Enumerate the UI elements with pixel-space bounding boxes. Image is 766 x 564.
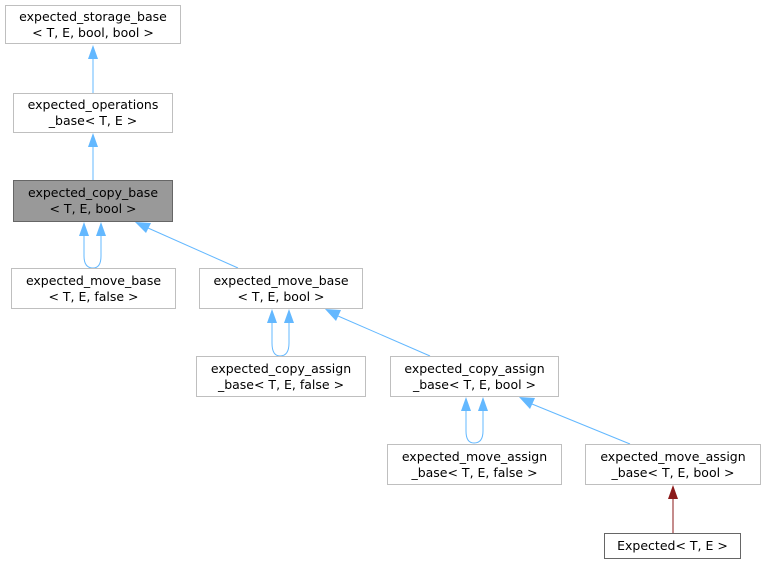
arrowhead-move-diag — [325, 309, 341, 321]
node-expected-operations-base-line1: expected_operations — [27, 97, 159, 112]
node-expected-move-base-bool-line1: expected_move_base — [213, 272, 349, 288]
node-expected-copy-assign-base-bool-line2: _base< T, E, bool > — [412, 376, 537, 392]
node-expected-copy-assign-base-false-line1: expected_copy_assign — [210, 360, 352, 376]
node-expected-copy-assign-base-false-line2: _base< T, E, false > — [217, 376, 345, 392]
edge-move-assign-bool-to-copy-assign — [531, 403, 631, 445]
node-expected-copy-assign-base-bool[interactable]: expected_copy_assign _base< T, E, bool > — [390, 356, 559, 397]
node-expected-storage-base[interactable]: expected_storage_base < T, E, bool, bool… — [5, 5, 181, 44]
arrowhead-copy-assign-right — [478, 397, 488, 411]
node-expected-copy-base-current: expected_copy_base < T, E, bool > — [13, 180, 173, 222]
node-expected-storage-base-line1: expected_storage_base — [19, 8, 167, 24]
edge-copy-assign-false-to-move-left — [271, 323, 281, 357]
arrowhead-copy-right — [96, 222, 106, 236]
arrowhead-copy-assign-diag — [519, 397, 535, 409]
arrowhead-copy-assign-left — [461, 397, 471, 411]
arrowhead-storage — [88, 45, 98, 59]
node-expected-move-base-bool-line2: < T, E, bool > — [237, 288, 325, 304]
node-expected-move-assign-base-bool[interactable]: expected_move_assign _base< T, E, bool > — [585, 444, 761, 485]
arrowhead-copy-left — [79, 222, 89, 236]
arrowhead-copy-diag — [135, 222, 151, 233]
edge-move-bool-to-copy — [147, 227, 239, 269]
node-expected-move-assign-base-bool-line1: expected_move_assign — [600, 448, 746, 464]
node-expected-move-assign-base-bool-line2: _base< T, E, bool > — [611, 464, 735, 480]
edge-copy-assign-false-to-move-right — [279, 323, 290, 357]
node-expected-line1: Expected< T, E > — [617, 538, 728, 553]
node-expected-copy-base-line1: expected_copy_base — [27, 185, 159, 200]
edge-move-assign-false-to-copy-assign-right — [473, 411, 484, 444]
node-expected-copy-assign-base-bool-line1: expected_copy_assign — [404, 360, 545, 376]
node-expected-move-base-false[interactable]: expected_move_base < T, E, false > — [11, 268, 176, 309]
edge-copy-assign-bool-to-move — [337, 315, 431, 357]
arrowhead-move-left — [267, 309, 277, 323]
arrowhead-operations — [88, 133, 98, 147]
arrowhead-move-right — [284, 309, 294, 323]
node-expected-copy-base-line2: < T, E, bool > — [49, 201, 137, 216]
node-expected-move-assign-base-false-line2: _base< T, E, false > — [411, 464, 538, 480]
node-expected-move-base-false-line1: expected_move_base — [25, 272, 162, 288]
edge-move-assign-false-to-copy-assign-left — [465, 411, 475, 444]
node-expected-copy-assign-base-false[interactable]: expected_copy_assign _base< T, E, false … — [196, 356, 366, 397]
node-expected-move-assign-base-false-line1: expected_move_assign — [401, 448, 548, 464]
node-expected-operations-base-line2: _base< T, E > — [48, 113, 138, 128]
node-expected-storage-base-line2: < T, E, bool, bool > — [32, 24, 154, 40]
edge-move-false-to-copy-left — [83, 236, 94, 269]
node-expected-move-base-false-line2: < T, E, false > — [48, 288, 139, 304]
node-expected-operations-base[interactable]: expected_operations _base< T, E > — [13, 93, 173, 133]
node-expected[interactable]: Expected< T, E > — [604, 533, 741, 559]
node-expected-move-base-bool[interactable]: expected_move_base < T, E, bool > — [199, 268, 363, 309]
arrowhead-move-assign — [668, 485, 678, 499]
edge-move-false-to-copy-right — [92, 236, 102, 269]
node-expected-move-assign-base-false[interactable]: expected_move_assign _base< T, E, false … — [387, 444, 562, 485]
